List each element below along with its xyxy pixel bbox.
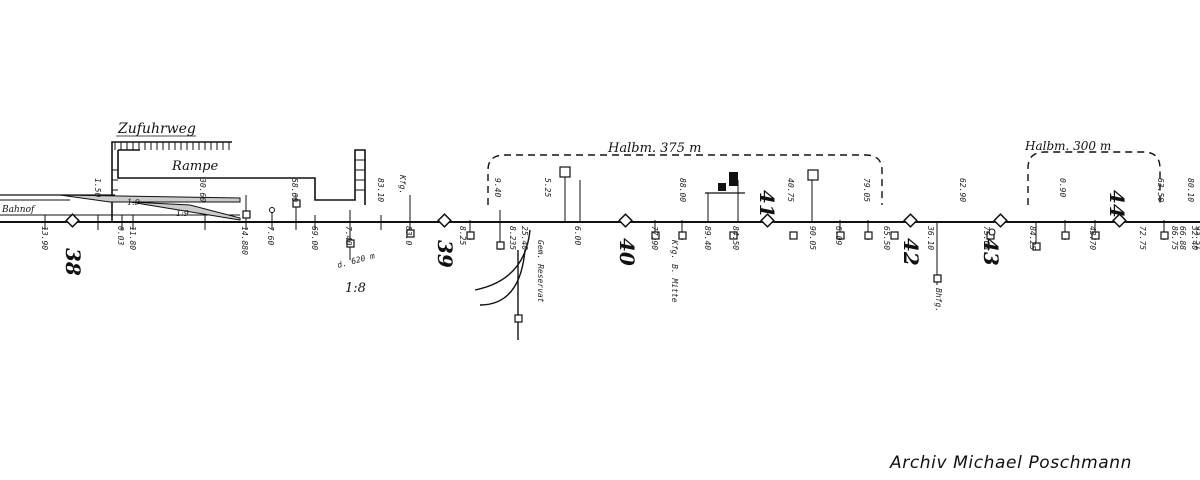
chainage-label: 62.90 [958,178,967,202]
km-41: 41 [755,190,779,218]
chainage-label: 0.90 [1058,178,1067,197]
annotation-e: Kfg. [398,174,407,194]
km-markers [65,213,1127,228]
gradient-label-bottom: 1:8 [345,281,366,296]
chainage-label: 58.60 [290,178,299,202]
chainage-label: 9.40 [493,178,502,197]
chainage-label: 11.80 [128,226,137,250]
chainage-label: 65.50 [882,226,891,250]
chainage-label: 93.51 [1194,226,1200,250]
chainage-label: 30.60 [198,177,207,202]
chainage-label: 43.70 [1088,226,1097,250]
track-ticks [44,170,1165,285]
curve-375-label: Halbm. 375 m [607,141,701,156]
chainage-label: 63.50 [1156,178,1165,202]
chainage-label: 84.25 [1028,226,1037,250]
chainage-label: 90.05 [808,226,817,250]
chainage-label: 79.05 [862,178,871,202]
annotation-a: d. 620 m [336,251,376,270]
buildings [718,172,738,191]
chainage-label: 25.40 [520,226,529,250]
chainage-label: 80.10 [1186,178,1195,202]
loading-ramp [111,141,366,222]
chainage-label: 89.40 [703,226,712,250]
zufuhrweg-label: Zufuhrweg [117,121,196,137]
curve-300 [1027,151,1161,205]
annotation-d: Bhfg. [934,288,943,312]
signal-dot [269,207,275,213]
km-38: 38 [61,248,85,276]
chainage-label: 13.90 [40,226,49,250]
km-39: 39 [433,240,457,268]
chainage-label: 7.40 [344,226,353,245]
chainage-label: 88.00 [678,178,687,202]
signal-boxes [242,166,1169,323]
gradient-label-1: 1:9 [127,198,140,207]
archive-credit: Archiv Michael Poschmann [890,453,1132,473]
chainage-label: 72.75 [1138,226,1147,250]
chainage-label: 75.08 [982,226,991,250]
chainage-label: 5.25 [543,178,552,197]
km-42: 42 [899,238,923,266]
chainage-label: 6.09 [834,226,843,245]
rampe-label: Rampe [171,159,218,174]
chainage-label: 0.03 [116,226,125,245]
km-43: 43 [979,238,1003,266]
chainage-label: 8.25 [458,226,467,245]
curve-300-label: Halbm. 300 m [1024,139,1111,153]
chainage-label: 83.0 [404,226,413,245]
chainage-label: 86.75 [1170,226,1179,250]
chainage-label: 84.50 [731,226,740,250]
signal-dot-2 [988,228,996,236]
annotation-b: Gem. Reservat [536,240,545,303]
chainage-label: 83.10 [376,178,385,202]
chainage-label: 40.75 [786,178,795,202]
chainage-label: 36.10 [926,225,935,250]
bahnhof-label: Bahnof [1,205,36,215]
chainage-label: 7.60 [266,226,275,245]
chainage-label: 1.50 [93,178,102,197]
annotation-c: Kfg. B. Mitte [670,239,679,303]
chainage-label: 66.88 [1178,226,1187,250]
gradient-label-2: 1:9 [176,209,189,218]
chainage-label: 32.40 [1190,225,1199,250]
chainage-label: 6.00 [573,226,582,245]
ramp-wedge [59,194,241,221]
chainage-label: 14.880 [240,226,249,255]
km-44: 44 [1105,190,1129,218]
km-40: 40 [615,238,639,266]
branch-curves [474,229,531,340]
ramp-hatching [112,142,365,191]
chainage-label: 77.90 [650,226,659,250]
chainage-label: 69.00 [310,226,319,250]
chainage-label: 8.235 [508,226,517,250]
curve-375 [487,154,883,205]
